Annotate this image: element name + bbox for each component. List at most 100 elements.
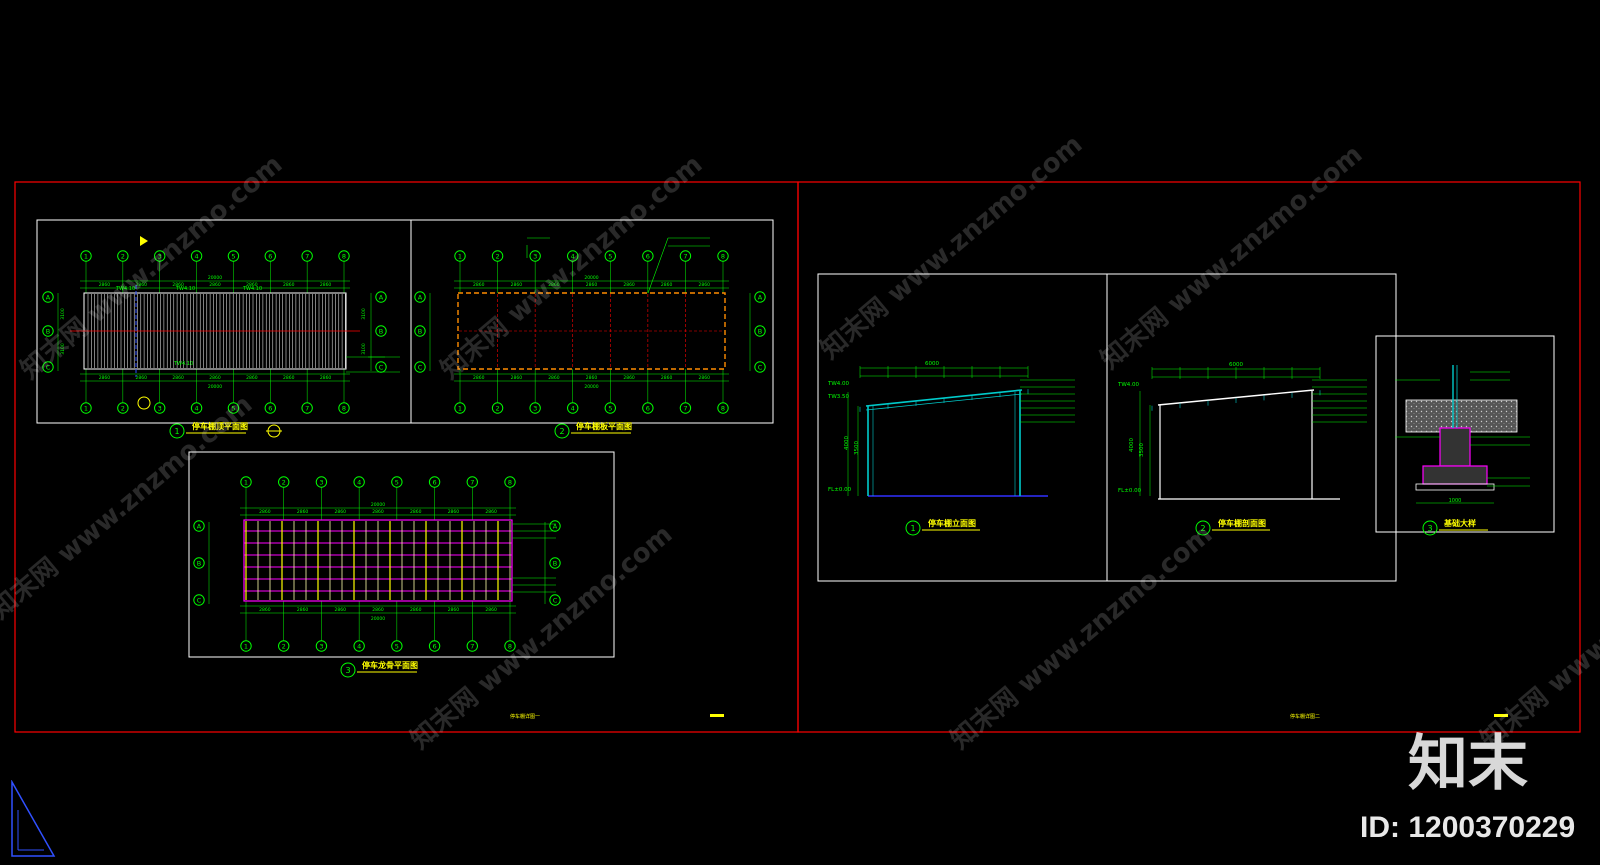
bay-dimension: 2860 xyxy=(623,282,635,288)
grid-bubble-A xyxy=(754,291,766,303)
grid-bubble-4-label: 4 xyxy=(195,404,199,412)
view-title: 停车棚板平面图 xyxy=(576,421,632,431)
grid-bubble-3-label: 3 xyxy=(158,252,162,260)
grid-bubble-B-label: B xyxy=(379,327,383,335)
view-title-elevation[interactable]: 1 停车棚立面图 xyxy=(905,518,980,536)
bay-dimension: 2860 xyxy=(209,282,221,288)
grid-bubble-7-label: 7 xyxy=(683,404,687,412)
frame-plan-leader-notes xyxy=(512,523,556,593)
grid-bubble-B xyxy=(375,325,387,337)
overall-dimension: 20000 xyxy=(584,384,598,390)
grid-bubble-6-label: 6 xyxy=(268,252,272,260)
grid-bubble-A xyxy=(193,520,205,532)
grid-bubble-4-label: 4 xyxy=(195,252,199,260)
grid-bubble-2-label: 2 xyxy=(121,252,125,260)
bay-dimension: 2860 xyxy=(320,282,332,288)
grid-bubble-2-label: 2 xyxy=(496,252,500,260)
roof-label-2: TW4.10 xyxy=(175,286,195,292)
grid-bubble-6-label: 6 xyxy=(268,404,272,412)
watermark-logo: 知末 xyxy=(1408,729,1528,799)
grid-bubble-A xyxy=(414,291,426,303)
watermark-id: ID: 1200370229 xyxy=(1360,811,1576,844)
grid-bubble-B-label: B xyxy=(197,559,201,567)
grid-bubble-5-label: 5 xyxy=(608,252,612,260)
frame-plan-grid-bubbles-left: ABC xyxy=(193,520,205,606)
frame-joists xyxy=(245,521,511,600)
view-number: 2 xyxy=(1200,524,1205,533)
grid-bubble-1-label: 1 xyxy=(84,404,88,412)
view-frame-plan-border[interactable] xyxy=(188,451,615,658)
grid-bubble-7-label: 7 xyxy=(683,252,687,260)
sheet-1-label: 停车棚详图一 xyxy=(510,713,540,720)
bay-dimension: 2860 xyxy=(246,282,258,288)
grid-bubble-7-label: 7 xyxy=(305,404,309,412)
view-slab-plan-border[interactable] xyxy=(410,219,774,424)
grid-bubble-6-label: 6 xyxy=(646,252,650,260)
sheet-2-frame[interactable] xyxy=(797,181,1581,733)
grid-bubble-C xyxy=(42,361,54,373)
view-foundation-border[interactable] xyxy=(1375,335,1555,533)
grid-bubble-4-label: 4 xyxy=(571,404,575,412)
overall-dimension: 20000 xyxy=(208,384,222,390)
roof-plan-dimensions: 2000020000286028602860286028602860286028… xyxy=(57,275,372,390)
foundation-detail-drawing: 1000 xyxy=(1395,365,1530,504)
roof-label-1: TW4.10 xyxy=(115,286,135,292)
grid-bubble-7-label: 7 xyxy=(470,478,474,486)
bay-dimension: 2860 xyxy=(297,509,309,515)
view-title: 停车龙骨平面图 xyxy=(362,660,418,670)
bay-dimension: 2860 xyxy=(511,375,523,381)
grid-bubble-1-label: 1 xyxy=(244,478,248,486)
bay-dimension: 2860 xyxy=(172,282,184,288)
view-title-section[interactable]: 2 停车棚剖面图 xyxy=(1195,518,1270,536)
foundation-dim: 1000 xyxy=(1449,498,1462,504)
elevation-overall-dim: 6000 xyxy=(925,361,939,367)
section-height-dim-2: 3500 xyxy=(1139,443,1145,457)
grid-bubble-7-label: 7 xyxy=(470,642,474,650)
grid-bubble-B xyxy=(42,325,54,337)
slab-plan-dimensions: 2000020000286028602860286028602860286028… xyxy=(429,275,751,390)
view-title-slab-plan[interactable]: 2 停车棚板平面图 xyxy=(554,421,632,439)
elevation-height-dim-1: 4000 xyxy=(844,436,850,450)
grid-bubble-B-label: B xyxy=(418,327,422,335)
grid-bubble-2-label: 2 xyxy=(121,404,125,412)
grid-bubble-A-label: A xyxy=(46,293,51,301)
foundation-cushion xyxy=(1415,483,1495,491)
bay-dimension: 2860 xyxy=(259,509,271,515)
overall-dimension: 20000 xyxy=(371,616,385,622)
grid-bubble-C xyxy=(414,361,426,373)
row-dimension: 3100 xyxy=(361,308,367,320)
bay-dimension: 2860 xyxy=(136,375,148,381)
bay-dimension: 2860 xyxy=(448,607,460,613)
bay-dimension: 2860 xyxy=(511,282,523,288)
view-title-roof-plan[interactable]: 1 停车棚顶平面图 xyxy=(169,421,248,439)
grid-bubble-1-label: 1 xyxy=(84,252,88,260)
grid-bubble-4-label: 4 xyxy=(357,642,361,650)
grid-bubble-5-label: 5 xyxy=(608,404,612,412)
view-title-frame-plan[interactable]: 3 停车龙骨平面图 xyxy=(340,660,418,678)
grid-bubble-5-label: 5 xyxy=(395,642,399,650)
sheet-1-number-mark xyxy=(710,714,724,717)
view-title: 基础大样 xyxy=(1443,518,1476,528)
roof-label-4: TW4.10 xyxy=(173,361,193,367)
view-number: 3 xyxy=(1427,524,1432,533)
grid-bubble-C-label: C xyxy=(418,363,423,371)
view-section-border[interactable] xyxy=(1106,273,1397,582)
bay-dimension: 2860 xyxy=(698,375,710,381)
view-title-foundation[interactable]: 3 基础大样 xyxy=(1422,518,1488,536)
grid-bubble-8-label: 8 xyxy=(721,252,725,260)
slab-dashed-outline xyxy=(457,292,726,370)
elevation-level-1: TW4.00 xyxy=(827,381,850,387)
section-drawing: TW4.00 FL±0.00 6000 4000 3500 xyxy=(1117,362,1367,500)
slab-plan-grid-bubbles-left: ABC xyxy=(414,291,426,373)
grid-bubble-C xyxy=(193,594,205,606)
elevation-dimensions xyxy=(847,366,1075,496)
foundation-gravel-pattern xyxy=(1406,400,1517,432)
grid-bubble-5-label: 5 xyxy=(231,404,235,412)
bay-dimension: 2860 xyxy=(661,375,673,381)
grid-bubble-3-label: 3 xyxy=(533,404,537,412)
